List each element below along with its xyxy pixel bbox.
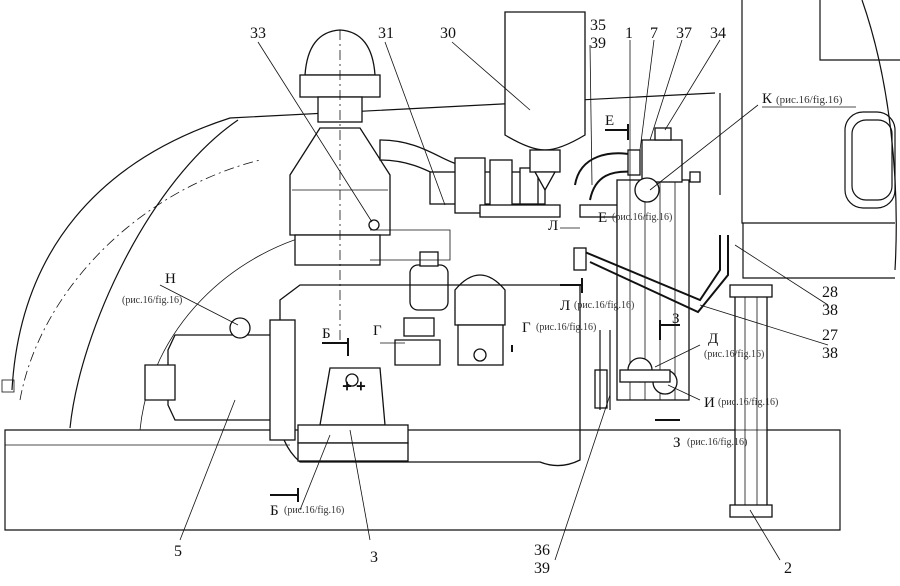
view-d-label: Д [708, 331, 718, 347]
view-e-label: Е [598, 210, 607, 226]
callout-28: 28 [822, 284, 838, 301]
engine-mount: + + [297, 367, 409, 462]
callout-37: 37 [676, 25, 692, 42]
cab-outline [719, 0, 900, 279]
callout-numbers: 33 31 30 35 39 1 7 37 34 28 38 27 38 5 3… [174, 17, 838, 577]
leader-lines [159, 39, 829, 561]
view-b-top: Б [322, 326, 331, 342]
radiator-bracket [594, 330, 671, 410]
intake-pipe [379, 139, 561, 218]
view-e-ref: (рис.16/fig.16) [612, 212, 672, 223]
view-l-label: Л [560, 298, 570, 314]
expansion-tank [504, 11, 586, 192]
view-g-top: Г [373, 323, 382, 339]
callout-39-top: 39 [590, 35, 606, 52]
radiator-pipe [574, 149, 641, 218]
callout-34: 34 [710, 25, 726, 42]
svg-text:+ +: + + [342, 379, 366, 393]
fuel-filter-1 [394, 251, 449, 366]
view-h-ref: (рис.16/fig.16) [122, 295, 182, 306]
frame [4, 429, 841, 531]
view-z-label: З [673, 435, 681, 451]
callout-38-b: 38 [822, 345, 838, 362]
view-l-ref: (рис.16/fig.16) [574, 300, 634, 311]
view-h-label: Н [165, 271, 176, 287]
view-z-ref: (рис.16/fig.16) [687, 437, 747, 448]
view-d-ref: (рис.16/fig.16) [704, 349, 764, 360]
view-l-top: Л [548, 218, 558, 234]
view-g-ref: (рис.16/fig.16) [536, 322, 596, 333]
gearbox [144, 319, 296, 441]
callout-2: 2 [784, 560, 792, 577]
callout-3: 3 [370, 549, 378, 566]
fuel-filter-2 [454, 274, 506, 366]
view-i-label: И [704, 395, 715, 411]
section-marks [270, 124, 680, 502]
air-cleaner [289, 29, 391, 340]
view-e-top: Е [605, 113, 614, 129]
return-pipe [573, 235, 729, 314]
callout-31: 31 [378, 25, 394, 42]
callout-33: 33 [250, 25, 266, 42]
callout-38-a: 38 [822, 302, 838, 319]
callout-7: 7 [650, 25, 658, 42]
view-z-top: З [672, 311, 680, 327]
view-labels: К (рис.16/fig.16) Е Е (рис.16/fig.16) Л … [122, 91, 856, 519]
callout-27: 27 [822, 327, 838, 344]
view-i-ref: (рис.16/fig.16) [718, 397, 778, 408]
view-g-label: Г [522, 320, 531, 336]
callout-35: 35 [590, 17, 606, 34]
callout-1: 1 [625, 25, 633, 42]
callout-36: 36 [534, 542, 550, 559]
view-k-label: К [762, 91, 773, 107]
callout-30: 30 [440, 25, 456, 42]
view-b-label: Б [270, 503, 279, 519]
callout-39-bottom: 39 [534, 560, 550, 577]
callout-5: 5 [174, 543, 182, 560]
view-k-ref: (рис.16/fig.16) [776, 94, 843, 106]
view-b-ref: (рис.16/fig.16) [284, 505, 344, 516]
